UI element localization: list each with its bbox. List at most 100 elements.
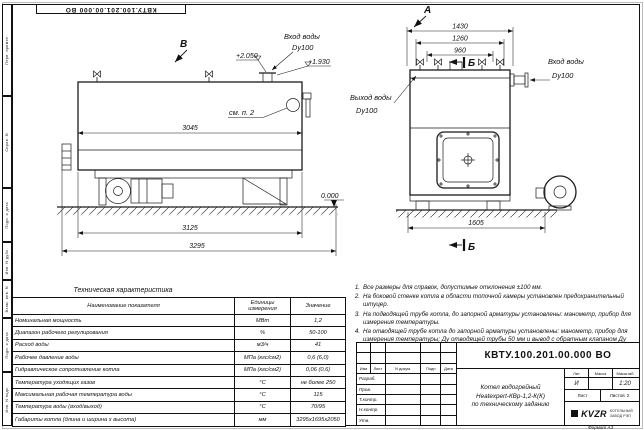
- note-text: Все размеры для справок, допустимые откл…: [363, 284, 543, 291]
- margin-box-podp-data-2: Подп. и дата: [2, 318, 12, 372]
- tech-header-name: Наименование показателя: [12, 297, 235, 315]
- note-number: 3.: [354, 310, 360, 318]
- margin-box-sprav-n: Справ. N: [2, 96, 12, 188]
- note-text: На боковой стенке котла в области топочн…: [363, 293, 624, 309]
- safety-valve-icon: [205, 70, 213, 83]
- lit-value-row: И 1:20: [565, 378, 639, 390]
- company-logo-text: KVZR: [581, 408, 607, 419]
- note-number: 4.: [354, 328, 360, 336]
- tech-table: Наименование показателя Единицы измерени…: [12, 297, 346, 427]
- burner-assembly: [105, 178, 174, 204]
- tech-cell: Гидравлическое сопротивление котла: [12, 363, 235, 377]
- signature-row: Т.контр.: [357, 394, 456, 406]
- ground-hatch-side: [57, 207, 338, 215]
- scale-value: 1:20: [619, 380, 631, 387]
- title-block-left: Изм Лист N докум. Подп Дата Разраб. Пров…: [357, 343, 457, 425]
- tech-cell: 3295х1695х2050: [290, 413, 346, 427]
- inlet-dn-label-side: Dy100: [292, 43, 314, 52]
- margin-box-inv-dubl: Инв. N дубл.: [2, 242, 12, 280]
- tech-cell: МПа (кгс/см2): [234, 351, 291, 365]
- service-ladder: [61, 143, 72, 171]
- tech-cell: Расход воды: [12, 338, 235, 353]
- tech-row: Диапазон рабочего регулирования%50-100: [12, 326, 346, 340]
- tech-cell: 41: [290, 338, 346, 353]
- tech-cell: Номинальная мощность: [12, 313, 235, 328]
- valve-icon: [496, 58, 504, 71]
- view-arrow-a: [413, 15, 427, 28]
- elevation-low-label: +1.930: [308, 59, 330, 66]
- product-name: Котел водогрейный Heatexpert-КВр-1,2-К(К…: [457, 369, 565, 425]
- tech-cell: Габариты котла (длина и ширина х высота): [12, 413, 235, 427]
- valve-icon: [416, 58, 424, 71]
- company-name: КОТЕЛЬНЫЙ ЗАВОД РЭП: [609, 409, 633, 418]
- tech-cell: МПа (кгс/см2): [234, 363, 291, 377]
- margin-box-podp-data-1: Подп. и дата: [2, 188, 12, 242]
- safety-valve-icon: [93, 70, 101, 83]
- base-feet: [409, 194, 511, 211]
- tech-cell: Диапазон рабочего регулирования: [12, 326, 235, 340]
- inlet-nozzle-front: [509, 72, 529, 88]
- note-number: 2.: [354, 293, 360, 301]
- dim-3295-label: 3295: [189, 243, 205, 250]
- change-record-row: [357, 343, 456, 354]
- doc-number: КВТУ.100.201.00.000 ВО: [457, 343, 639, 369]
- tech-cell: МВт: [234, 313, 291, 328]
- blower-fan: [535, 175, 577, 211]
- signature-row: Пров.: [357, 384, 456, 395]
- rotated-doc-number-stamp: КВТУ.100.201.00.000 ВО: [36, 4, 186, 14]
- dim-1430-label: 1430: [452, 24, 468, 31]
- note-text: На подводящей трубе котла, до запорной а…: [363, 310, 631, 326]
- section-letter-top: Б: [468, 58, 475, 69]
- title-block-right: КВТУ.100.201.00.000 ВО Котел водогрейный…: [457, 343, 639, 425]
- mass-value: [589, 378, 613, 389]
- dim-3125-label: 3125: [182, 225, 198, 232]
- kvzr-logo-icon: [571, 410, 579, 417]
- tech-title: Техническая характеристика: [73, 287, 173, 294]
- inlet-dn-label-front: Dy100: [552, 71, 574, 80]
- tech-cell: 0,06 (0,6): [290, 363, 346, 377]
- title-block: Изм Лист N докум. Подп Дата Разраб. Пров…: [356, 342, 640, 426]
- side-view-letter: В: [180, 39, 187, 50]
- valve-icon: [478, 58, 486, 71]
- outlet-dn-label: Dy100: [356, 106, 378, 115]
- tech-cell: 70/95: [290, 400, 346, 415]
- tech-cell: мм: [234, 413, 291, 427]
- format-label: Формат А3: [588, 424, 614, 430]
- ground-hatch-front: [396, 210, 557, 218]
- outlet-water-label: Выход воды: [350, 93, 392, 102]
- view-arrow-b: [174, 49, 188, 63]
- signature-row: Утв.: [357, 415, 456, 425]
- tech-cell: м3/ч: [234, 338, 291, 353]
- lit-header-row: Лит Масса Масштаб: [565, 369, 639, 378]
- dim-3045-label: 3045: [182, 125, 198, 132]
- elevation-zero-label: 0.000: [321, 193, 339, 200]
- change-header-row: Изм Лист N докум. Подп Дата: [357, 363, 456, 375]
- boiler-door: [436, 131, 500, 189]
- front-view-letter: А: [423, 5, 431, 16]
- company-cell: KVZR КОТЕЛЬНЫЙ ЗАВОД РЭП: [565, 402, 639, 425]
- tech-cell: не более 250: [290, 375, 346, 390]
- signature-row: Разраб.: [357, 374, 456, 385]
- side-view: В +2.050: [57, 32, 344, 256]
- tech-cell: Температура воды (вход/выход): [12, 400, 235, 415]
- dim-960-label: 960: [454, 48, 466, 55]
- margin-box-perv-primen: Перв. примен.: [2, 4, 12, 96]
- valve-icon: [434, 58, 442, 71]
- note-number: 1.: [354, 284, 360, 291]
- dim-1260-label: 1260: [452, 36, 468, 43]
- inlet-water-label-side: Вход воды: [284, 32, 320, 41]
- margin-box-inv-podl: Инв. N подл.: [2, 372, 12, 426]
- tech-cell: 1,2: [290, 313, 346, 328]
- tech-cell: %: [234, 326, 291, 340]
- elevation-high-label: +2.050: [236, 53, 258, 60]
